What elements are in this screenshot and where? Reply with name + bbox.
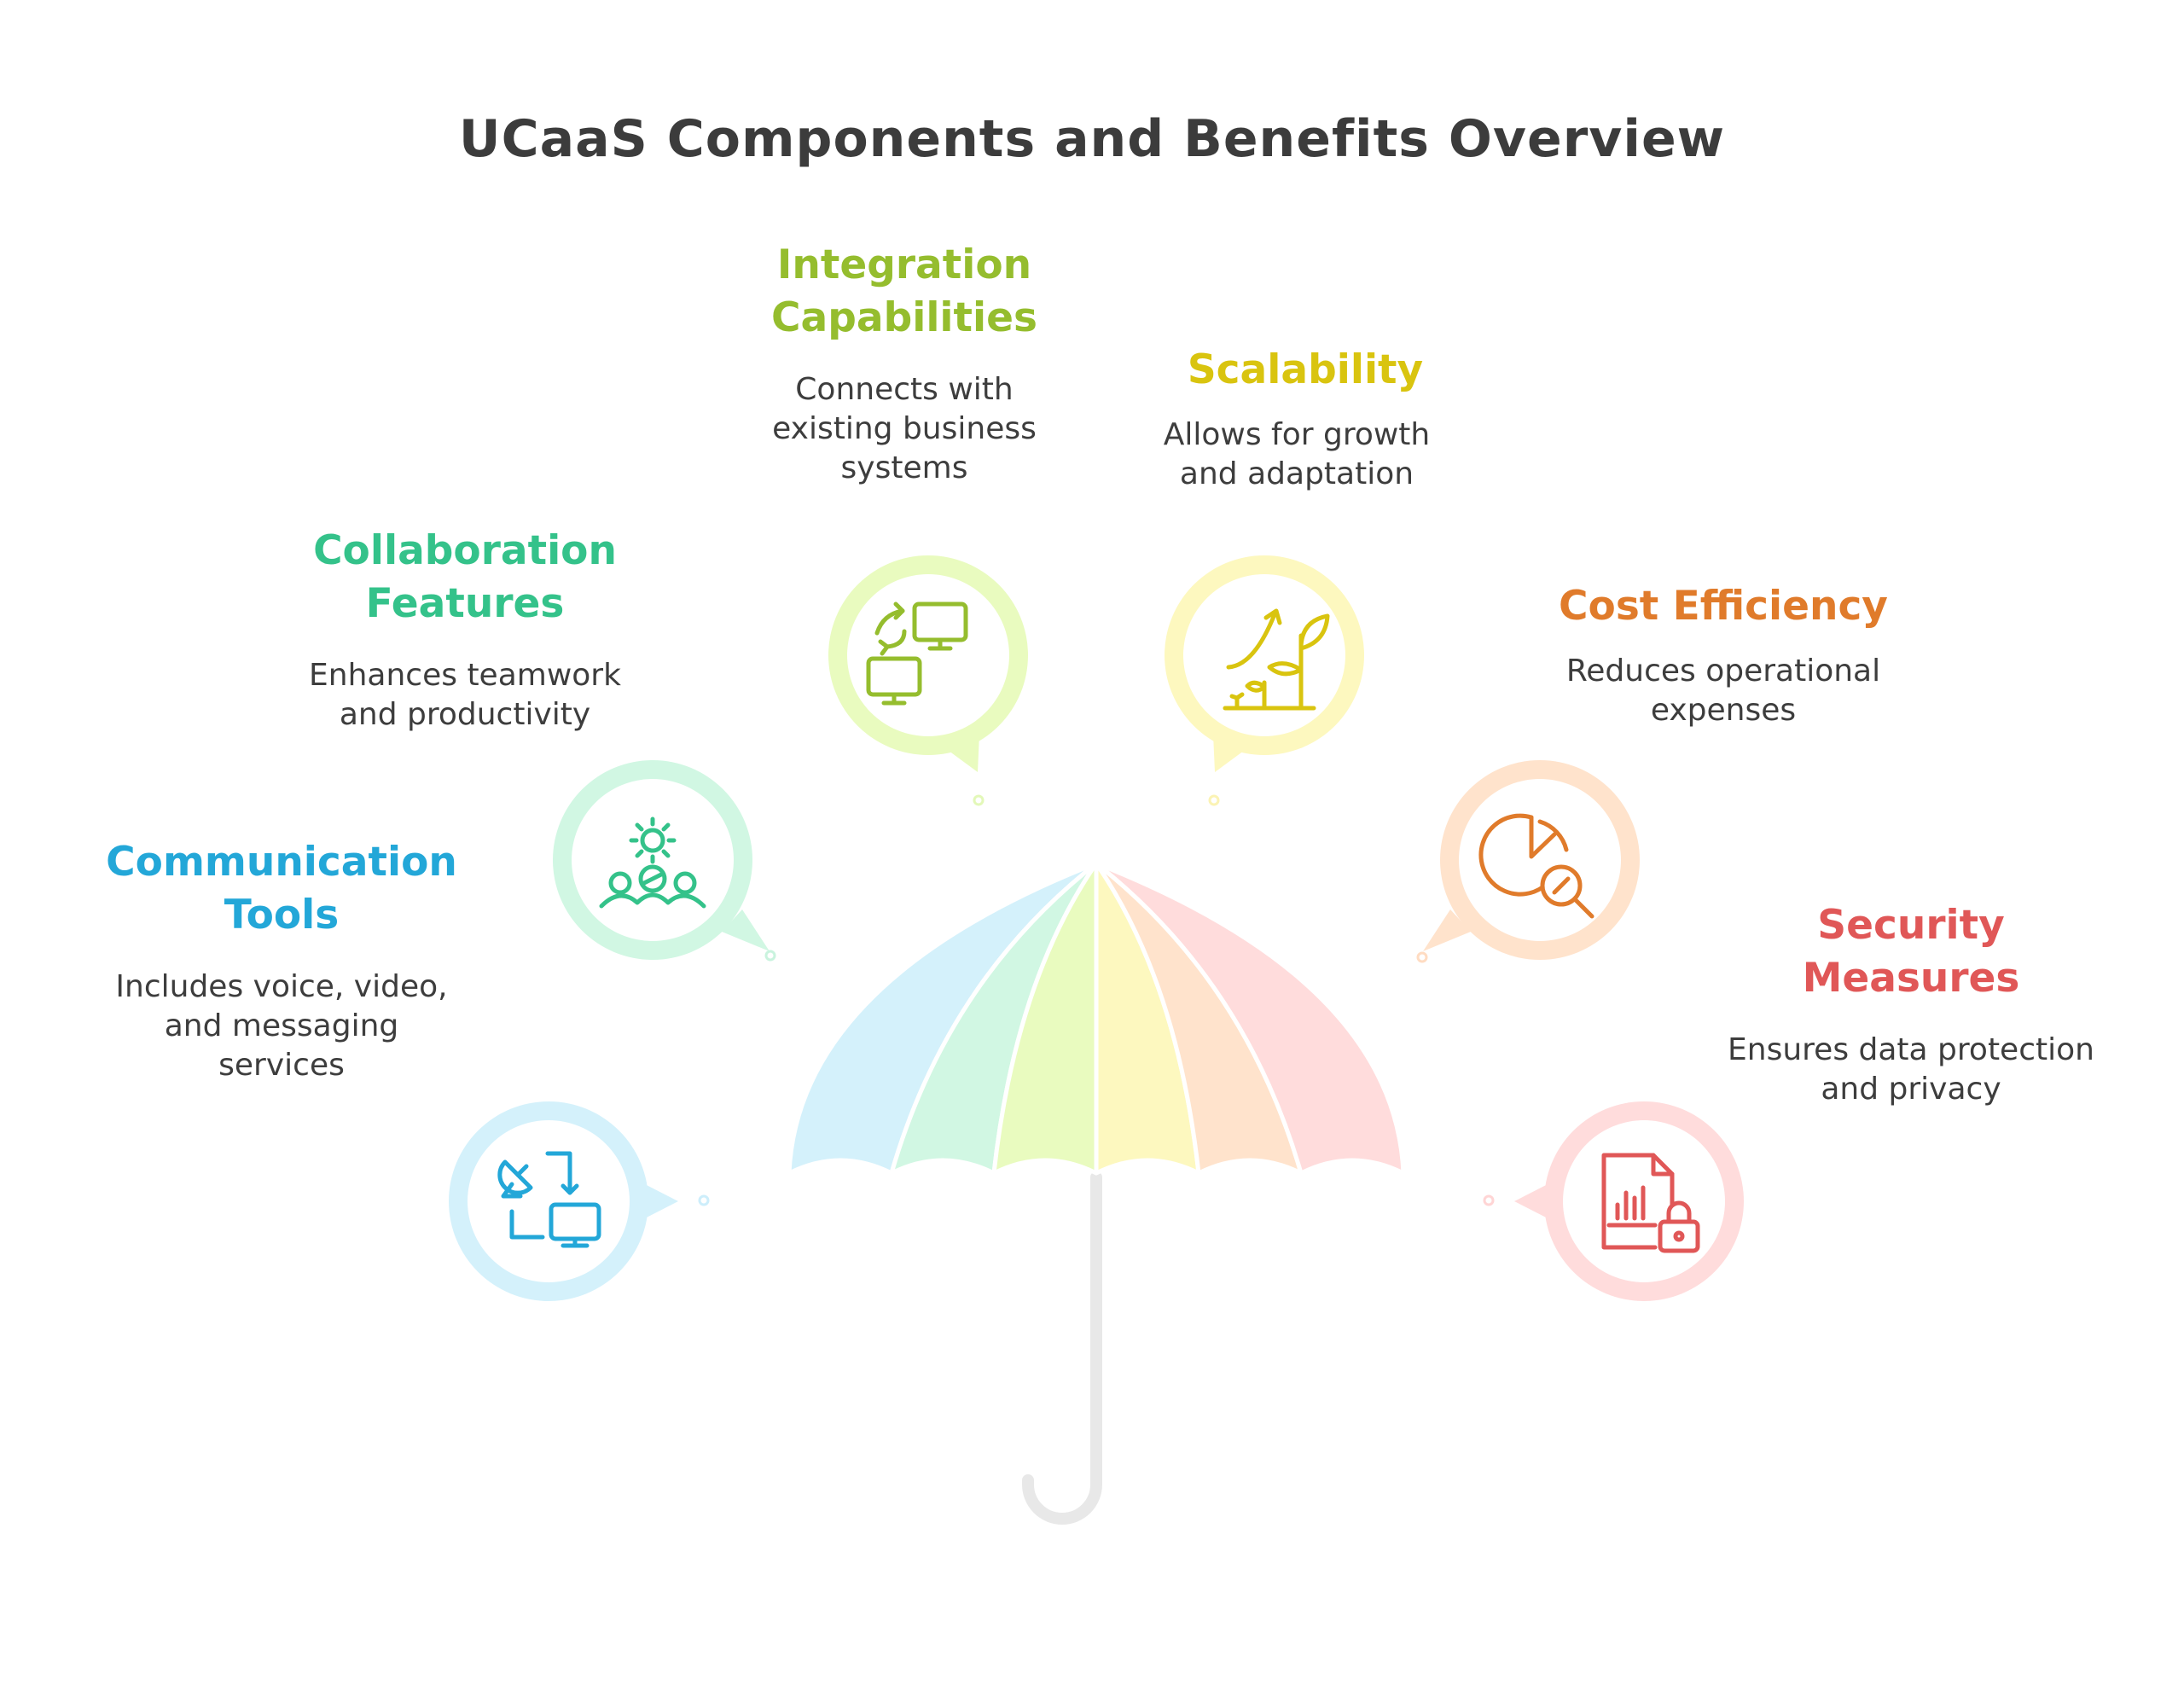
collaboration-bubble xyxy=(553,760,770,960)
umbrella-canopy xyxy=(787,861,1406,1176)
integration-description: Connects with existing business systems xyxy=(772,372,1037,485)
locked-report-icon xyxy=(1601,1153,1700,1253)
cost-title: Cost Efficiency xyxy=(1559,583,1888,630)
collaboration-title: Collaboration Features xyxy=(247,525,682,630)
security-title: Security Measures xyxy=(1706,899,2116,1005)
communication-label: Communication Tools Includes voice, vide… xyxy=(68,836,495,1085)
connector-dot xyxy=(1483,1194,1495,1206)
security-title-line1: Security xyxy=(1817,902,2005,949)
communication-title-line2: Tools xyxy=(224,892,340,938)
communication-title: Communication Tools xyxy=(68,836,495,942)
collaboration-label: Collaboration Features Enhances teamwork… xyxy=(247,525,682,735)
team-gear-icon xyxy=(599,816,706,909)
scalability-bubble xyxy=(1165,555,1364,772)
security-bubble xyxy=(1514,1101,1744,1301)
pie-chart-magnifier-icon xyxy=(1478,813,1594,919)
sync-monitors-icon xyxy=(866,601,968,706)
canopy-panel-pink xyxy=(1094,861,1406,1176)
security-title-line2: Measures xyxy=(1802,955,2020,1002)
integration-label: Integration Capabilities Connects with e… xyxy=(691,239,1118,488)
collaboration-description: Enhances teamwork and productivity xyxy=(309,658,621,732)
growing-plant-icon xyxy=(1223,608,1330,711)
umbrella-handle xyxy=(1022,1171,1102,1525)
scalability-description: Allows for growth and adaptation xyxy=(1163,417,1431,491)
integration-bubble xyxy=(828,555,1028,772)
cost-description: Reduces operational expenses xyxy=(1565,654,1881,728)
cost-bubble xyxy=(1423,760,1640,960)
integration-title: Integration Capabilities xyxy=(691,239,1118,345)
communication-title-line1: Communication xyxy=(106,839,457,886)
connector-dot xyxy=(764,950,776,962)
connector-dot xyxy=(698,1194,710,1206)
communication-description: Includes voice, video, and messaging ser… xyxy=(115,969,448,1083)
scalability-title: Scalability xyxy=(1187,346,1424,393)
security-description: Ensures data protection and privacy xyxy=(1728,1032,2094,1107)
scalability-label: Scalability Allows for growth and adapta… xyxy=(1092,344,1519,494)
integration-title-line2: Capabilities xyxy=(771,294,1037,341)
communication-bubble xyxy=(449,1101,678,1301)
integration-title-line1: Integration xyxy=(776,241,1032,288)
satellite-monitor-icon xyxy=(497,1151,601,1248)
canopy-panel-lime xyxy=(991,861,1099,1176)
collaboration-title-line1: Collaboration xyxy=(313,527,617,574)
security-label: Security Measures Ensures data protectio… xyxy=(1706,899,2116,1109)
connector-dot xyxy=(1416,951,1428,963)
connector-dot xyxy=(973,794,985,806)
connector-dot xyxy=(1208,794,1220,806)
collaboration-title-line2: Features xyxy=(365,580,565,627)
diagram-title: UCaaS Components and Benefits Overview xyxy=(458,109,1726,169)
cost-label: Cost Efficiency Reduces operational expe… xyxy=(1510,580,1937,730)
